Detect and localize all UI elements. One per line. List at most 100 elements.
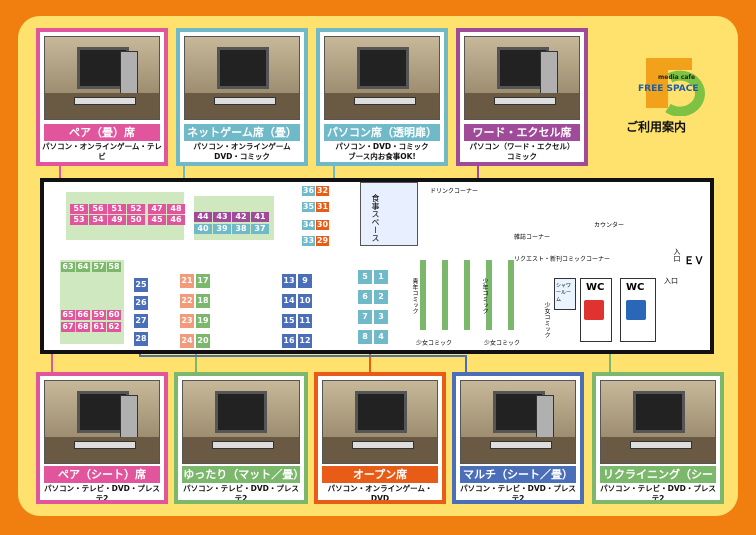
seat-51[interactable]: 51 [108, 204, 126, 214]
seat-27[interactable]: 27 [134, 314, 148, 328]
card-title: リクライニング（シート）席 [600, 466, 716, 498]
seat-11[interactable]: 11 [298, 314, 312, 328]
seat-53[interactable]: 53 [70, 215, 88, 225]
card-desc: パソコン・テレビ・DVD・プレステ2 コミック [600, 484, 716, 503]
seat-58[interactable]: 58 [107, 262, 121, 272]
seat-63[interactable]: 63 [61, 262, 75, 272]
youth-comic-label: 青年コミック [411, 278, 418, 314]
seat-61[interactable]: 61 [92, 322, 106, 332]
seat-45[interactable]: 45 [148, 215, 166, 225]
seat-67[interactable]: 67 [61, 322, 75, 332]
girls-comic-side-label: 少女コミック [543, 302, 550, 338]
seat-19[interactable]: 19 [196, 314, 210, 328]
wc-men [620, 278, 656, 342]
seat-38[interactable]: 38 [232, 224, 250, 234]
seat-60[interactable]: 60 [107, 310, 121, 320]
seat-36[interactable]: 36 [302, 186, 315, 196]
seat-40[interactable]: 40 [194, 224, 212, 234]
seat-57[interactable]: 57 [92, 262, 106, 272]
seat-32[interactable]: 32 [316, 186, 329, 196]
seat-13[interactable]: 13 [282, 274, 296, 288]
logo-main-text: FREE SPACE [638, 84, 699, 94]
card-title: パソコン席（透明扉） [324, 124, 440, 141]
seat-56[interactable]: 56 [89, 204, 107, 214]
card-desc: パソコン・オンラインゲーム・テレビ DVD・プレステ2・コミック [42, 142, 162, 161]
seat-25[interactable]: 25 [134, 278, 148, 292]
card-desc: パソコン・オンラインゲーム・DVD コミック [327, 484, 433, 503]
wc-men-label: WC [626, 282, 645, 293]
photo-open [322, 380, 438, 464]
seat-55[interactable]: 55 [70, 204, 88, 214]
seat-47[interactable]: 47 [148, 204, 166, 214]
seat-52[interactable]: 52 [127, 204, 145, 214]
seat-26[interactable]: 26 [134, 296, 148, 310]
card-yuttari: ゆったり（マット／畳）席 パソコン・テレビ・DVD・プレステ2 コミック [174, 372, 308, 504]
seat-48[interactable]: 48 [167, 204, 185, 214]
food-space-label: 食事スペース [371, 194, 380, 242]
entrance-label: 入口 [673, 248, 681, 262]
seat-41[interactable]: 41 [251, 212, 269, 222]
seat-18[interactable]: 18 [196, 294, 210, 308]
seat-37[interactable]: 37 [251, 224, 269, 234]
seat-24[interactable]: 24 [180, 334, 194, 348]
request-corner-label: リクエスト・新刊コミックコーナー [514, 256, 611, 263]
seat-65[interactable]: 65 [61, 310, 75, 320]
logo-small-text: media cafe [658, 74, 696, 81]
seat-59[interactable]: 59 [92, 310, 106, 320]
seat-34[interactable]: 34 [302, 220, 315, 230]
seat-64[interactable]: 64 [76, 262, 90, 272]
seat-14[interactable]: 14 [282, 294, 296, 308]
seat-12[interactable]: 12 [298, 334, 312, 348]
floor-map: 55 56 51 52 53 54 49 50 47 48 45 46 44 4… [40, 178, 714, 354]
seat-9[interactable]: 9 [298, 274, 312, 288]
men-icon [626, 300, 646, 320]
seat-50[interactable]: 50 [127, 215, 145, 225]
card-title: オープン席 [322, 466, 438, 483]
seat-68[interactable]: 68 [76, 322, 90, 332]
card-title: マルチ（シート／畳）席 [460, 466, 576, 498]
photo-word-excel [464, 36, 580, 120]
seat-8[interactable]: 8 [358, 330, 372, 344]
seat-43[interactable]: 43 [213, 212, 231, 222]
seat-46[interactable]: 46 [167, 215, 185, 225]
seat-7[interactable]: 7 [358, 310, 372, 324]
seat-21[interactable]: 21 [180, 274, 194, 288]
seat-31[interactable]: 31 [316, 202, 329, 212]
seat-5[interactable]: 5 [358, 270, 372, 284]
seat-30[interactable]: 30 [316, 220, 329, 230]
seat-20[interactable]: 20 [196, 334, 210, 348]
seat-39[interactable]: 39 [213, 224, 231, 234]
seat-1[interactable]: 1 [374, 270, 388, 284]
seat-62[interactable]: 62 [107, 322, 121, 332]
seat-4[interactable]: 4 [374, 330, 388, 344]
seat-10[interactable]: 10 [298, 294, 312, 308]
seat-54[interactable]: 54 [89, 215, 107, 225]
card-title: ペア（シート）席 [44, 466, 160, 483]
card-title: ペア（畳）席 [44, 124, 160, 141]
seat-17[interactable]: 17 [196, 274, 210, 288]
seat-23[interactable]: 23 [180, 314, 194, 328]
card-title: ワード・エクセル席 [464, 124, 580, 141]
seat-42[interactable]: 42 [232, 212, 250, 222]
photo-netgame [184, 36, 300, 120]
seat-29[interactable]: 29 [316, 236, 329, 246]
seat-3[interactable]: 3 [374, 310, 388, 324]
seat-6[interactable]: 6 [358, 290, 372, 304]
seat-66[interactable]: 66 [76, 310, 90, 320]
seat-28[interactable]: 28 [134, 332, 148, 346]
seat-2[interactable]: 2 [374, 290, 388, 304]
magazine-corner-label: 雑誌コーナー [514, 234, 551, 241]
card-desc: パソコン（ワード・エクセル） コミック [469, 142, 575, 161]
seat-49[interactable]: 49 [108, 215, 126, 225]
seat-15[interactable]: 15 [282, 314, 296, 328]
card-desc: パソコン・テレビ・DVD・プレステ2 コミック [460, 484, 576, 503]
card-recliner: リクライニング（シート）席 パソコン・テレビ・DVD・プレステ2 コミック [592, 372, 724, 504]
seat-22[interactable]: 22 [180, 294, 194, 308]
seat-16[interactable]: 16 [282, 334, 296, 348]
seat-35[interactable]: 35 [302, 202, 315, 212]
seat-44[interactable]: 44 [194, 212, 212, 222]
card-title: ゆったり（マット／畳）席 [182, 466, 300, 498]
seat-33[interactable]: 33 [302, 236, 315, 246]
free-space-logo: media cafe FREE SPACE [630, 56, 720, 136]
